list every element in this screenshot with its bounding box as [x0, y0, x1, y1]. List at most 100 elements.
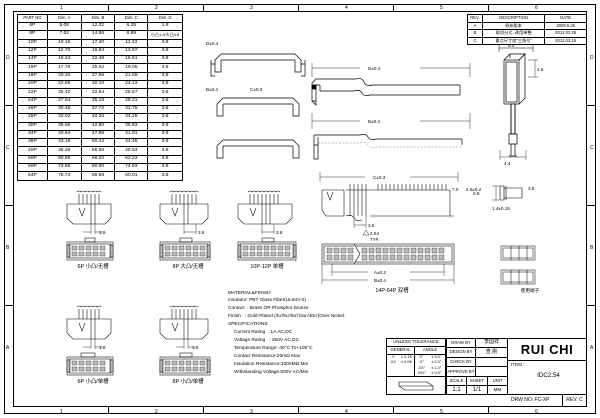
cell-dim-2: 42.80 [80, 121, 116, 131]
cell-dim-3: 49.53 [114, 146, 149, 156]
zone-tick [203, 406, 204, 414]
draw-by-value: 李国祥 [476, 338, 508, 348]
tolerance-title: UNLESS TOLERANCE [386, 338, 446, 347]
view-label-8p-1: 8P 大凸/无槽 [172, 264, 204, 270]
cell-dim-2: 55.50 [80, 146, 116, 156]
cell-part-no: 36P [17, 138, 48, 148]
spec-line-4: Contact Resistance:20mΩ Max [234, 354, 301, 359]
scale-value: 1:1 [446, 386, 467, 395]
cell-dim-4: 3.8 [147, 163, 183, 173]
zone-label-top-4: 4 [345, 5, 348, 11]
view-8p-big-bump: 3.8 [150, 190, 260, 270]
cell-part-no: 50P [17, 154, 48, 165]
cell-dim-4: 3.8 [147, 129, 183, 140]
cell-dim-4: 3.8 [147, 154, 183, 165]
revision-cell-1: 重点尺寸加"三角号" [481, 36, 546, 45]
cell-dim-1: 30.48 [46, 104, 82, 115]
cell-dim-3: 80.01 [114, 171, 149, 181]
zone-tick [488, 4, 489, 12]
cell-dim-2: 80.90 [80, 163, 116, 173]
cell-dim-2: 40.26 [80, 113, 116, 123]
cell-dim-1: 17.78 [46, 63, 82, 73]
dim-view2: 3.8 [198, 230, 205, 235]
tol-r0c3: ± 3.0° [431, 354, 442, 359]
cell-dim-4: 3.8 [147, 146, 183, 156]
view-14p-64p-double-slot: C±0.3 [319, 172, 459, 265]
revision-cell-2: 2012.03.16 [544, 36, 587, 45]
cell-dim-3: 41.91 [114, 129, 149, 140]
zone-label-bottom-5: 5 [440, 409, 443, 415]
zone-label-left-a: A [6, 345, 10, 351]
projection-symbol-cell [386, 377, 446, 395]
dim-pitch: 2.54 [370, 231, 379, 236]
bracket-section-views: C±0.3 [210, 53, 306, 159]
cell-dim-1: 43.18 [46, 138, 82, 148]
cell-dim-1: 60.96 [46, 154, 82, 165]
tol-r1c3: ± 2.0° [431, 360, 442, 365]
unit-value: MM [488, 386, 508, 395]
cell-dim-3: 16.51 [114, 55, 149, 65]
cell-dim-4: 3.8 [147, 113, 183, 123]
revision-cell-0: C [467, 36, 483, 45]
dim-a-b-group: A±0.2 B±0.4 [321, 264, 455, 284]
dim-d-04: D±0.4 [368, 66, 381, 71]
cell-part-no: 64P [17, 171, 48, 181]
revision-cell-2: 2009.5.26 [544, 21, 587, 30]
design-by-label: DESIGN BY [446, 347, 476, 358]
revision-cell-1: 原始版本 [481, 21, 546, 30]
table-header-row: PART NO Dim. A Dim. B Dim. C Dim. D [17, 14, 183, 23]
cell-dim-4: 3.8 [147, 46, 183, 57]
material-line-3: Finish : Gold-Plated (3u'/5u'/6u'/15u'/3… [228, 314, 346, 319]
zone-tick [587, 105, 596, 106]
cell-part-no: 14P [17, 55, 48, 65]
spec-line-6: Withstanding Voltage:500V AC/Min [234, 370, 309, 375]
cell-dim-4: 3.8 [147, 138, 183, 148]
cell-dim-3: 74.93 [114, 163, 149, 173]
revision-cell-0: B [467, 29, 483, 38]
first-angle-projection-icon [398, 381, 434, 390]
dim-4-4: 4.4 [504, 161, 511, 166]
sheet-label: SHEET [467, 377, 488, 386]
column-header-date: DATE [544, 14, 587, 23]
cell-dim-3: 13.97 [114, 46, 149, 57]
revision-header-row: REV. DESCRIPTION DATE [467, 14, 587, 23]
dim-pitch-typ: TYP. [370, 237, 379, 242]
zone-tick [393, 406, 394, 414]
cell-dim-1: 78.74 [46, 171, 82, 181]
dim-3-8-center: 3.8 [368, 223, 375, 228]
tol-r1c2: .X° [414, 360, 428, 366]
tol-r3c2: .XXX° [414, 371, 428, 377]
column-header-dim-d: Dim. D [147, 14, 183, 23]
cell-part-no: 22P [17, 88, 48, 98]
dim-b-04-left: B±0.4 [206, 87, 218, 92]
cell-dim-1: 12.70 [46, 46, 82, 57]
dim-c-03-top: C±0.3 [250, 87, 263, 92]
cell-dim-1: 5.08 [46, 21, 82, 32]
zone-tick [4, 105, 13, 106]
material-line-1: Insulator: PBT Glass Fiber(UL94V-0) [228, 298, 307, 303]
cell-dim-1: 33.02 [46, 113, 82, 123]
view-6p-small-bump: 1.9 [55, 190, 165, 270]
cell-dim-1: 27.94 [46, 96, 82, 106]
cell-dim-2: 85.98 [80, 171, 116, 181]
cell-dim-4: 3.8 [147, 80, 183, 90]
cell-part-no: 16P [17, 63, 48, 73]
cell-dim-2: 12.32 [80, 21, 116, 32]
cell-dim-4: 3.8 [147, 96, 183, 106]
cell-dim-3: 24.13 [114, 80, 149, 90]
cell-part-no: 40P [17, 146, 48, 156]
cell-dim-1: 35.56 [46, 121, 82, 131]
cell-dim-1: 48.26 [46, 146, 82, 156]
tol-r0c0: .X [391, 354, 395, 359]
